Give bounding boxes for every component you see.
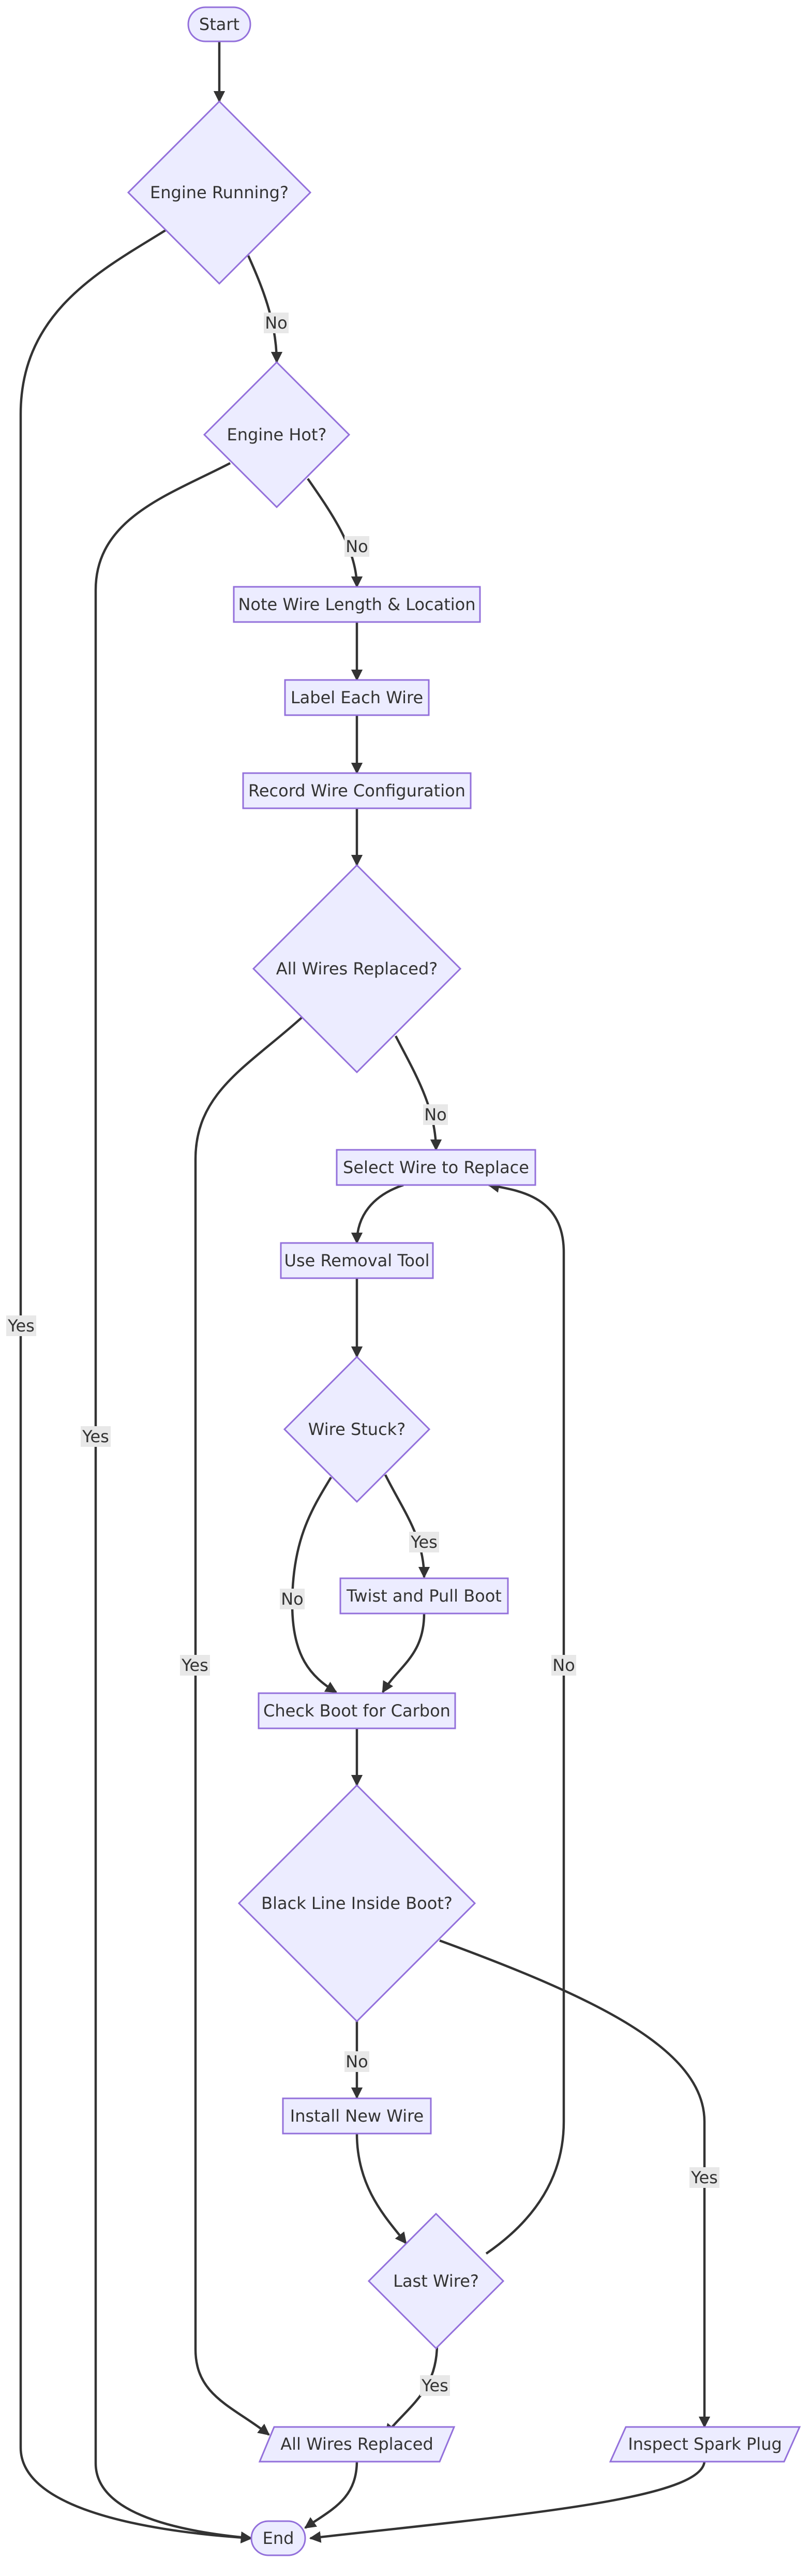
node-wire-stuck[interactable]: Wire Stuck? [283, 1355, 431, 1503]
node-record-config-label: Record Wire Configuration [248, 781, 465, 801]
node-end[interactable]: End [250, 2520, 306, 2556]
edge-install-to-last-wire [355, 2133, 407, 2244]
node-all-wires-replaced[interactable]: All Wires Replaced [258, 2426, 456, 2463]
svg-text:Yes: Yes [82, 1427, 109, 1446]
node-black-line[interactable]: Black Line Inside Boot? [237, 1784, 476, 2023]
svg-text:Yes: Yes [690, 2168, 718, 2187]
node-check-boot[interactable]: Check Boot for Carbon [258, 1692, 456, 1729]
node-last-wire[interactable]: Last Wire? [367, 2212, 505, 2350]
svg-text:No: No [552, 1655, 575, 1675]
edge-engine-hot-no [307, 478, 363, 588]
node-engine-hot-label: Engine Hot? [227, 425, 326, 445]
edge-last-wire-yes [384, 2344, 439, 2436]
svg-text:Yes: Yes [421, 2376, 448, 2395]
node-removal-tool-label: Use Removal Tool [284, 1251, 430, 1270]
svg-text:No: No [346, 537, 368, 556]
node-install-wire-label: Install New Wire [290, 2106, 424, 2126]
node-last-wire-label: Last Wire? [393, 2271, 479, 2291]
node-removal-tool[interactable]: Use Removal Tool [280, 1242, 434, 1279]
edge-all-replaced-no [394, 1035, 442, 1151]
node-note-wire[interactable]: Note Wire Length & Location [233, 586, 481, 623]
node-engine-running[interactable]: Engine Running? [127, 100, 312, 285]
node-label-wire-label: Label Each Wire [291, 688, 423, 707]
node-all-replaced-question[interactable]: All Wires Replaced? [252, 864, 462, 1074]
node-select-wire[interactable]: Select Wire to Replace [336, 1149, 536, 1186]
edge-stuck-yes [384, 1474, 430, 1579]
node-end-label: End [263, 2528, 294, 2548]
node-engine-hot[interactable]: Engine Hot? [203, 361, 351, 509]
node-wire-stuck-label: Wire Stuck? [308, 1419, 406, 1439]
edge-label-stuck-yes: Yes [409, 1532, 439, 1552]
edge-label-black-yes: Yes [689, 2167, 719, 2188]
edge-twist-to-check [382, 1613, 426, 1693]
node-twist-pull[interactable]: Twist and Pull Boot [339, 1577, 509, 1615]
edge-engine-hot-yes [94, 462, 253, 2543]
edge-label-replaced-yes: Yes [180, 1655, 210, 1676]
edge-label-replaced-no: No [423, 1104, 448, 1125]
nodes: Start Engine Running? Engine Hot? Note W… [127, 6, 801, 2556]
svg-text:No: No [346, 2052, 368, 2071]
edge-label-stuck-no: No [280, 1589, 305, 1609]
svg-text:No: No [424, 1105, 447, 1124]
node-inspect-plug-label: Inspect Spark Plug [628, 2434, 782, 2454]
node-label-wire[interactable]: Label Each Wire [284, 679, 430, 716]
node-engine-running-label: Engine Running? [150, 183, 289, 202]
edge-label-last-no: No [551, 1655, 576, 1676]
edge-label-hot-no: No [344, 536, 369, 557]
edges [19, 41, 711, 2543]
edge-label-running-no: No [264, 313, 289, 333]
svg-text:Yes: Yes [181, 1655, 208, 1675]
edge-engine-running-no [247, 255, 283, 364]
node-inspect-plug[interactable]: Inspect Spark Plug [609, 2426, 801, 2463]
edge-all-replaced-yes [194, 1016, 304, 2436]
node-check-boot-label: Check Boot for Carbon [263, 1701, 450, 1721]
node-select-wire-label: Select Wire to Replace [343, 1158, 529, 1177]
node-install-wire[interactable]: Install New Wire [282, 2097, 432, 2135]
edge-select-to-removal [351, 1183, 404, 1245]
node-black-line-label: Black Line Inside Boot? [261, 1893, 453, 1913]
edge-label-running-yes: Yes [6, 1315, 36, 1336]
svg-text:Yes: Yes [410, 1532, 438, 1552]
node-twist-pull-label: Twist and Pull Boot [346, 1586, 502, 1606]
node-all-replaced-question-label: All Wires Replaced? [276, 959, 438, 979]
edge-black-line-yes [439, 1939, 711, 2429]
edge-inspect-to-end [309, 2460, 706, 2543]
svg-text:No: No [281, 1589, 304, 1609]
edge-last-wire-no [485, 1181, 565, 2255]
node-all-wires-replaced-label: All Wires Replaced [280, 2434, 433, 2454]
edge-label-hot-yes: Yes [81, 1426, 111, 1447]
edge-labels: No Yes No Yes No Yes Yes No [6, 313, 719, 2396]
edge-label-last-yes: Yes [420, 2375, 450, 2396]
edge-engine-running-yes [19, 229, 253, 2543]
node-record-config[interactable]: Record Wire Configuration [242, 772, 472, 809]
node-start[interactable]: Start [187, 6, 251, 42]
edge-label-black-no: No [344, 2051, 369, 2072]
svg-text:Yes: Yes [7, 1316, 35, 1336]
svg-text:No: No [265, 313, 288, 333]
edge-all-wires-replaced-to-end [304, 2460, 358, 2529]
edge-stuck-no [291, 1476, 337, 1693]
node-start-label: Start [199, 14, 239, 34]
node-note-wire-label: Note Wire Length & Location [238, 595, 475, 614]
